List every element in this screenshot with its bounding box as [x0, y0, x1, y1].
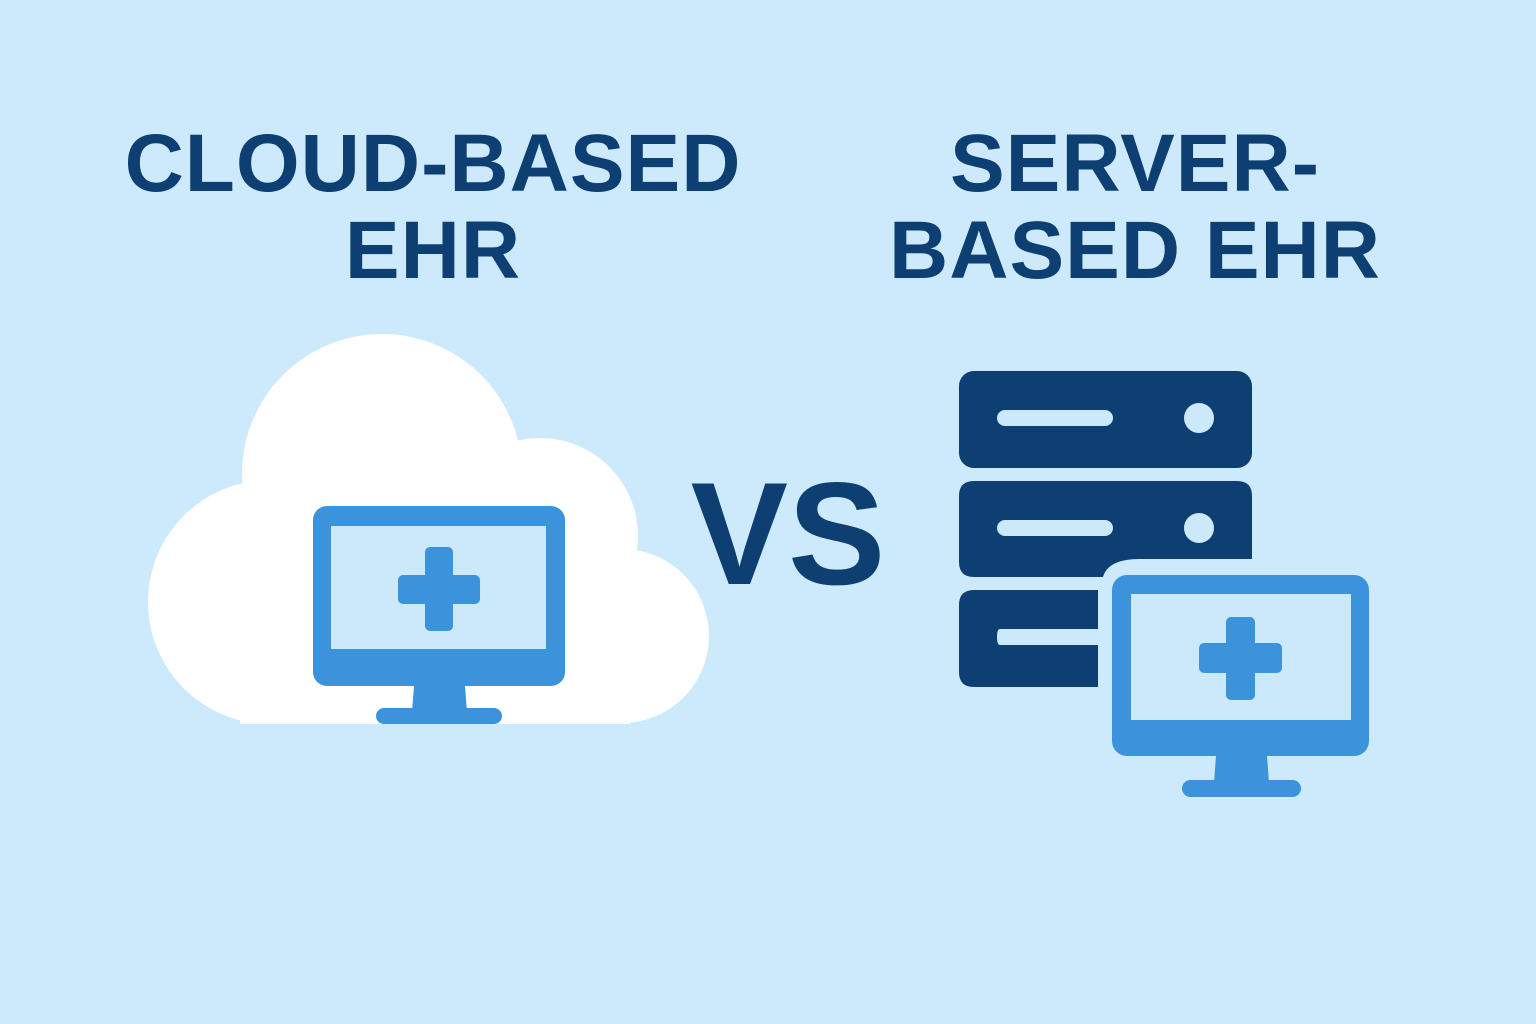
server-unit-1: [959, 371, 1252, 468]
medical-cross-icon: [1199, 617, 1282, 700]
cloud-based-ehr-title: CLOUD-BASED EHR: [124, 118, 742, 296]
server-unit-2: [959, 481, 1252, 577]
server-stack-icon: [959, 371, 1252, 687]
versus-label: VS: [690, 452, 886, 615]
medical-cross-icon: [398, 547, 480, 631]
server-monitor-icon: [1112, 575, 1369, 797]
server-based-ehr-title: SERVER-BASED EHR: [889, 118, 1381, 296]
cloud-monitor-icon: [313, 506, 565, 724]
server-unit-3: [959, 590, 1098, 687]
